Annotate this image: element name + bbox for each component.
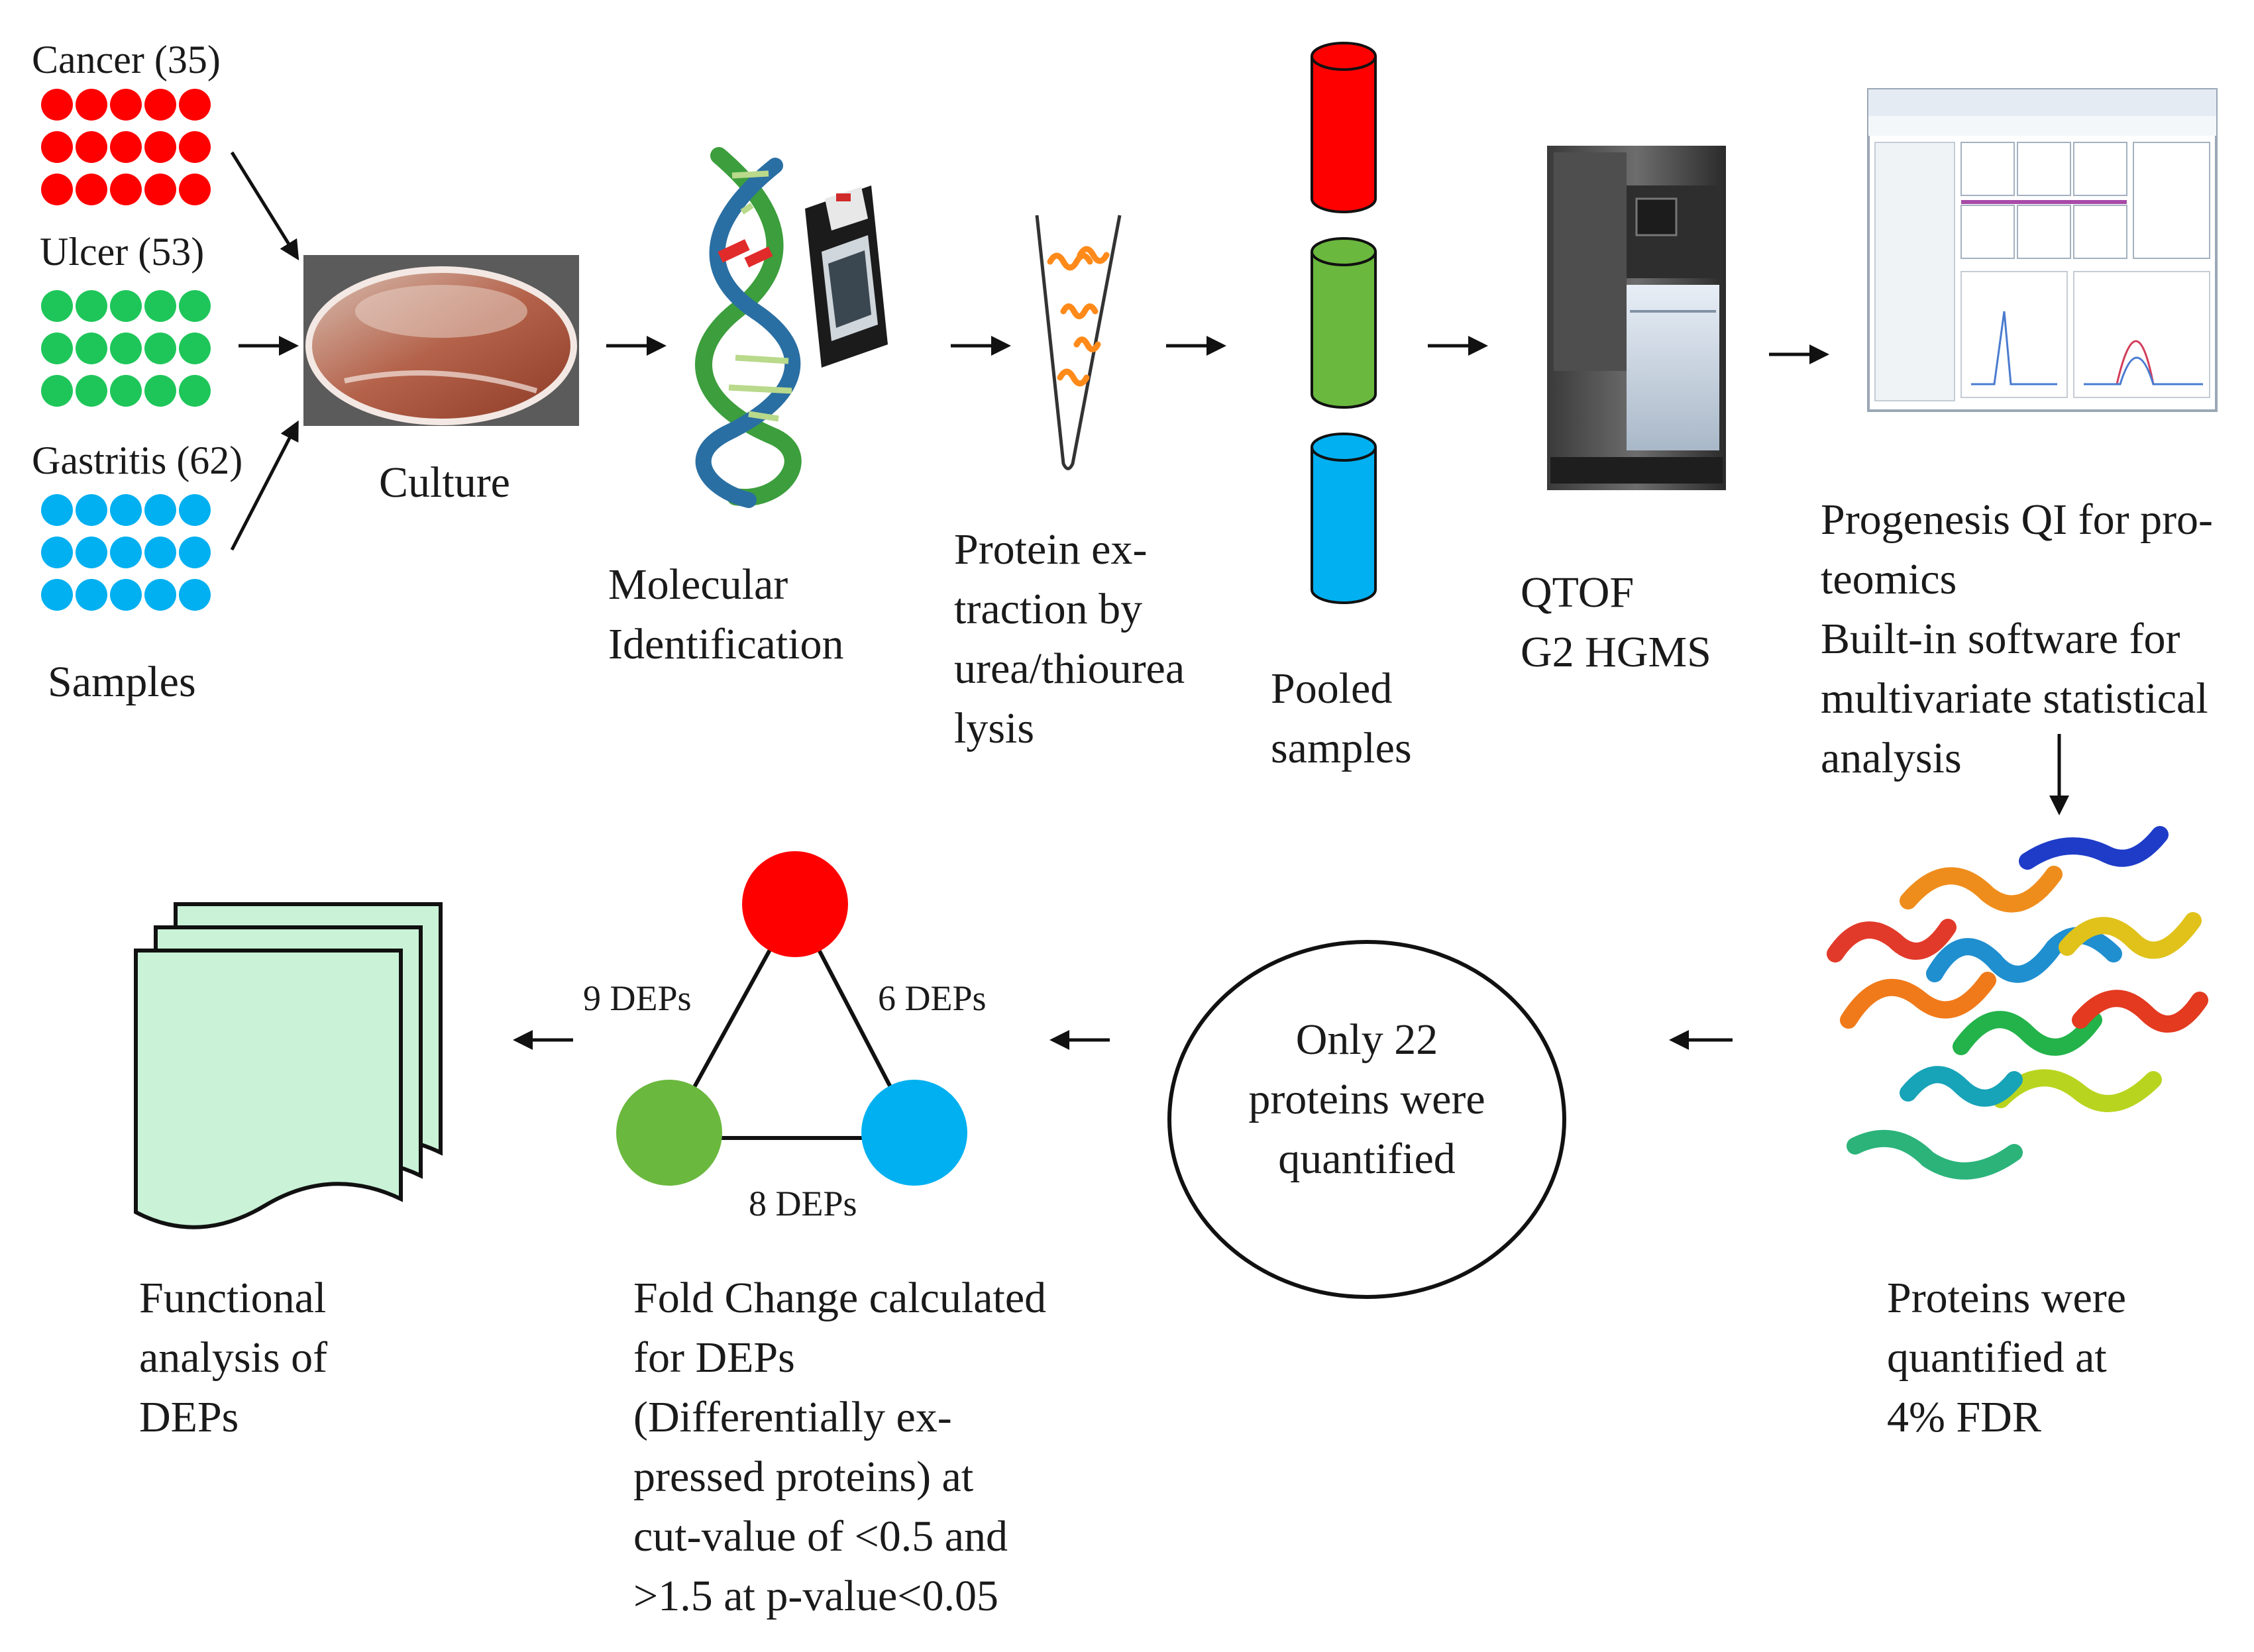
samples-label: Samples <box>48 658 196 706</box>
sample-dot-cancer <box>76 131 107 163</box>
sample-dot-ulcer <box>179 333 211 364</box>
sample-dot-cancer <box>179 174 211 205</box>
sample-dot-ulcer <box>41 333 73 364</box>
sample-dot-ulcer <box>144 333 176 364</box>
group-label-cancer: Cancer (35) <box>32 38 221 81</box>
software-screenshot-icon <box>1867 88 2218 412</box>
quantified-oval <box>1167 940 1566 1299</box>
sample-dot-cancer <box>41 89 73 121</box>
qtof-label: QTOF G2 HGMS <box>1521 568 1711 676</box>
sample-dot-cancer <box>179 89 211 121</box>
only-22-label: Only 22 proteins were quantified <box>1248 1015 1485 1183</box>
dna-helix-icon <box>695 147 802 508</box>
sample-dot-gastritis <box>144 579 176 611</box>
sample-dot-gastritis <box>144 537 176 568</box>
sample-dot-ulcer <box>110 290 142 322</box>
fold-change-label: Fold Change calculated for DEPs (Differe… <box>633 1274 1047 1620</box>
thermal-cycler-icon <box>805 185 888 368</box>
pooled-cylinders <box>1311 42 1377 604</box>
sample-dot-gastritis <box>76 537 107 568</box>
culture-label: Culture <box>379 458 510 507</box>
sample-dot-ulcer <box>144 375 176 407</box>
progenesis-label: Progenesis QI for pro- teomics Built-in … <box>1821 495 2214 782</box>
sample-dot-ulcer <box>76 333 107 364</box>
sample-dot-gastritis <box>41 537 73 568</box>
sample-dot-cancer <box>144 174 176 205</box>
pooled-samples-label: Pooled samples <box>1271 664 1412 772</box>
sample-dot-gastritis <box>110 494 142 526</box>
group-label-gastritis: Gastritis (62) <box>32 439 243 482</box>
sample-dot-ulcer <box>179 290 211 322</box>
sample-dot-cancer <box>76 89 107 121</box>
group-label-ulcer: Ulcer (53) <box>40 230 205 274</box>
sample-dot-gastritis <box>41 494 73 526</box>
edge-label-ulcer-gastritis: 8 DEPs <box>749 1184 857 1223</box>
sample-dot-gastritis <box>41 579 73 611</box>
sample-dot-gastritis <box>179 579 211 611</box>
cylinder-green-icon <box>1311 237 1377 409</box>
mass-spectrometer-icon <box>1547 146 1726 490</box>
sample-dot-ulcer <box>179 375 211 407</box>
document-stack-icon <box>134 902 443 1229</box>
protein-structure-icon <box>1827 826 2208 1180</box>
test-tube-icon <box>1035 215 1122 470</box>
sample-dot-ulcer <box>110 375 142 407</box>
ulcer-node <box>616 1080 722 1186</box>
sample-dot-cancer <box>41 131 73 163</box>
molecular-identification-label: Molecular Identification <box>608 560 844 668</box>
cylinder-red-icon <box>1311 42 1377 213</box>
sample-dot-grids <box>41 89 211 611</box>
functional-analysis-label: Functional analysis of DEPs <box>139 1274 328 1441</box>
edge-label-cancer-ulcer: 9 DEPs <box>583 978 692 1018</box>
cancer-node <box>742 851 848 957</box>
sample-dot-ulcer <box>144 290 176 322</box>
sample-to-culture-arrows <box>230 151 299 551</box>
sample-dot-gastritis <box>110 537 142 568</box>
proteins-fdr-label: Proteins were quantified at 4% FDR <box>1887 1274 2127 1441</box>
cylinder-blue-icon <box>1311 433 1377 604</box>
sample-dot-gastritis <box>110 579 142 611</box>
gastritis-node <box>861 1080 967 1186</box>
sample-dot-ulcer <box>76 375 107 407</box>
sample-dot-cancer <box>110 89 142 121</box>
sample-dot-cancer <box>110 174 142 205</box>
sample-dot-ulcer <box>76 290 107 322</box>
protein-extraction-label: Protein ex- traction by urea/thiourea ly… <box>954 525 1185 752</box>
edge-label-cancer-gastritis: 6 DEPs <box>878 978 987 1018</box>
sample-dot-gastritis <box>179 537 211 568</box>
sample-dot-cancer <box>179 131 211 163</box>
sample-dot-gastritis <box>76 579 107 611</box>
sample-dot-ulcer <box>41 290 73 322</box>
sample-dot-cancer <box>110 131 142 163</box>
sample-dot-gastritis <box>76 494 107 526</box>
sample-dot-cancer <box>76 174 107 205</box>
sample-dot-cancer <box>144 131 176 163</box>
sample-dot-cancer <box>41 174 73 205</box>
sample-dot-ulcer <box>110 333 142 364</box>
sample-dot-cancer <box>144 89 176 121</box>
petri-dish-icon <box>303 255 579 426</box>
sample-dot-gastritis <box>144 494 176 526</box>
sample-dot-gastritis <box>179 494 211 526</box>
pipeline-arrows-top <box>606 336 2069 815</box>
sample-dot-ulcer <box>41 375 73 407</box>
